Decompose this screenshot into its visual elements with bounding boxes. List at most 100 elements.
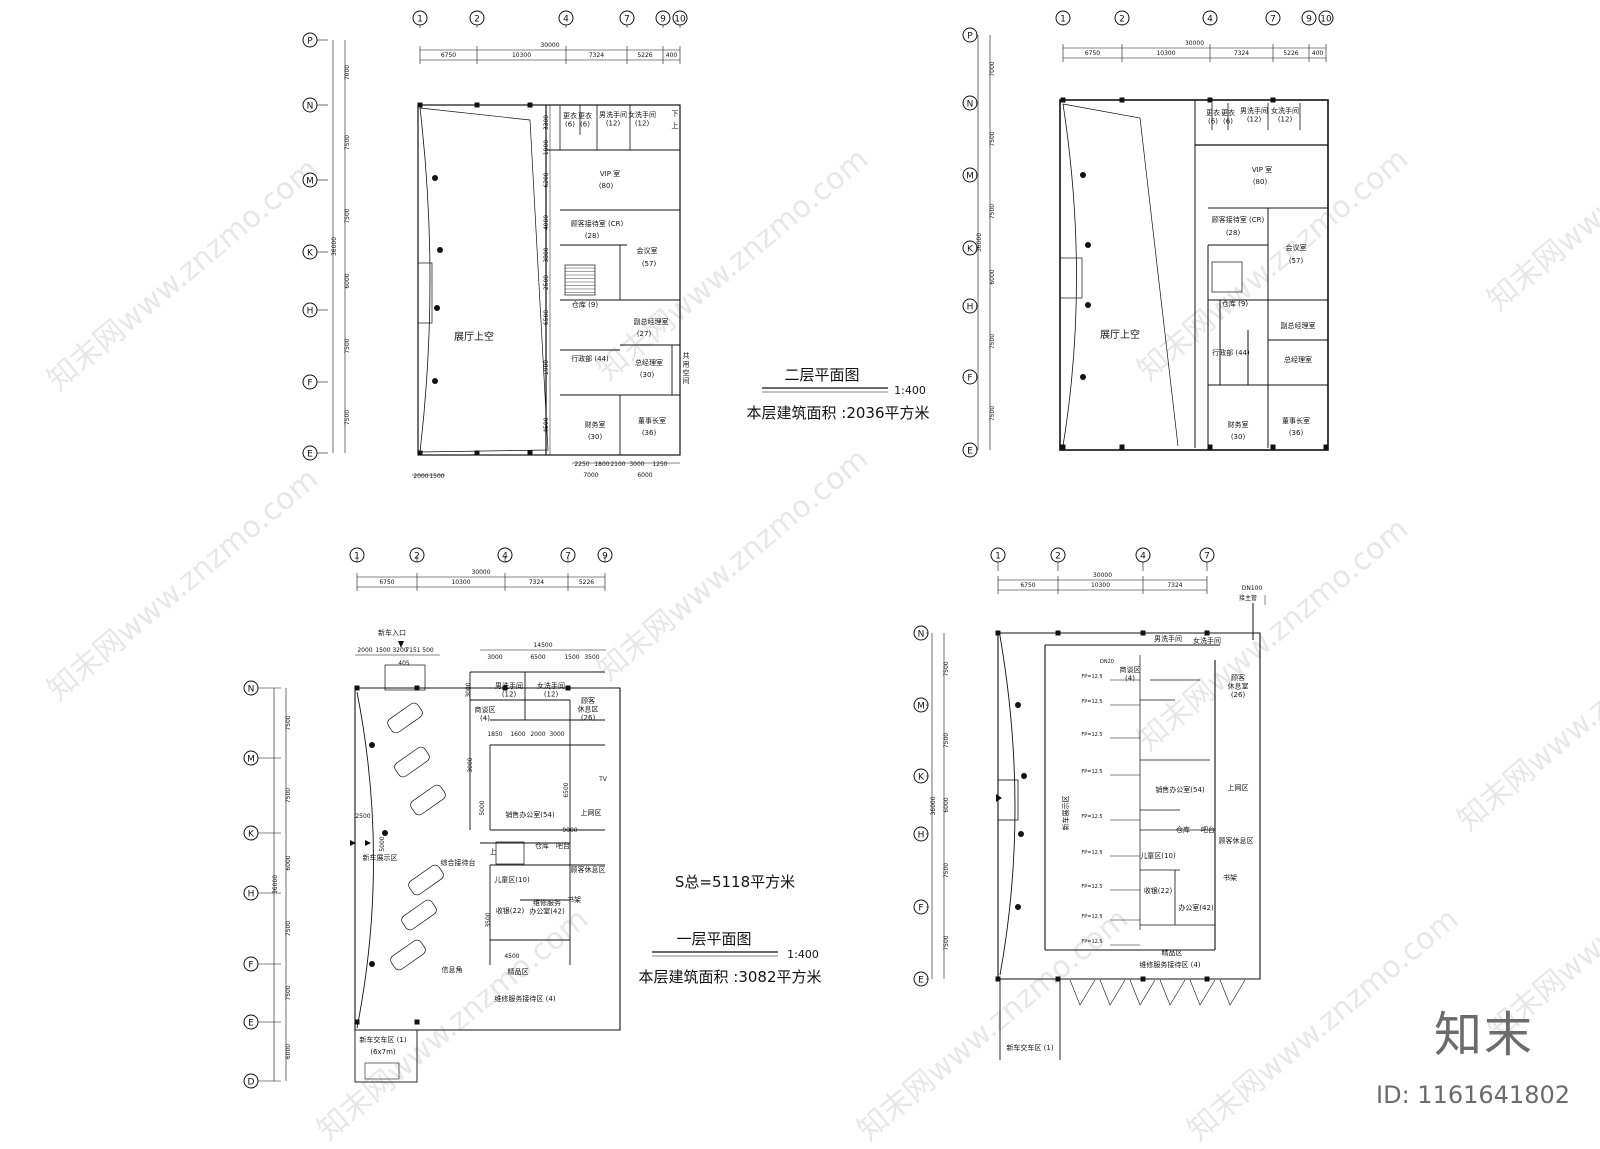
dimension-text: 9000 — [562, 827, 577, 834]
grid-axis-bubble: F — [302, 374, 318, 390]
column-dot — [1085, 242, 1091, 248]
delivery-area-label: 新车交车区 (1) — [1006, 1043, 1053, 1052]
dimension-text: 7500 — [344, 410, 351, 425]
womens-restroom-label: 女洗手间(12) — [537, 681, 565, 698]
dimension-text: 6750 — [441, 52, 456, 59]
entry-arrow — [398, 641, 404, 648]
dimension-text: 7500 — [344, 135, 351, 150]
showroom-arrow — [350, 840, 356, 846]
vip-area-label: (80) — [599, 182, 614, 190]
dimension-text: 3000 — [549, 731, 564, 738]
grid-axis-label: 1 — [995, 552, 1001, 562]
stair-up-label: 上 — [490, 847, 497, 856]
column-dot — [1080, 172, 1086, 178]
dimension-text: 405 — [398, 660, 410, 667]
womens-restroom-label: 女洗手间(12) — [628, 110, 656, 127]
dimension-text: 7151 — [405, 647, 420, 654]
meeting-area-label: (57) — [1289, 257, 1304, 265]
dimension-text: 4500 — [504, 953, 519, 960]
admin-dept-label: 行政部 (44) — [1212, 348, 1250, 357]
dimension-text: 3000 — [487, 654, 502, 661]
grid-axis-label: K — [307, 249, 314, 259]
column-dot — [382, 830, 388, 836]
vice-gm-area-label: (27) — [637, 330, 652, 338]
grid-axis-bubble: K — [243, 825, 259, 841]
pipe-size-label: DN100 — [1242, 585, 1263, 592]
boutique-label: 精品区 — [508, 967, 529, 976]
dimension-text: 1600 — [510, 731, 525, 738]
grid-axis-bubble: 7 — [1199, 547, 1215, 563]
grid-axis-label: K — [967, 245, 974, 255]
dimension-text: 2250 — [574, 461, 589, 468]
dimension-text: 30000 — [1093, 572, 1112, 579]
grid-axis-bubble: N — [302, 97, 318, 113]
display-car — [408, 864, 444, 896]
dimension-text: 30000 — [471, 569, 490, 576]
column-marker — [995, 976, 1001, 982]
column-dot — [432, 378, 438, 384]
service-door — [1189, 979, 1216, 1006]
grid-axis-label: F — [307, 379, 312, 389]
dimension-text: 3300 — [543, 115, 550, 130]
grid-axis-label: 4 — [563, 15, 569, 25]
womens-restroom-label: 女洗手间(12) — [1271, 106, 1299, 123]
sales-office-label: 销售办公室(54) — [1155, 785, 1205, 794]
grid-axis-label: H — [307, 307, 314, 317]
dimension-text: 1500 — [429, 473, 444, 480]
reception-area-label: (28) — [585, 232, 600, 240]
finance-area-label: (30) — [588, 433, 603, 441]
column-dot — [1080, 374, 1086, 380]
display-car — [401, 899, 437, 931]
dimension-text: 7500 — [989, 334, 996, 349]
column-marker — [1055, 976, 1061, 982]
reception-room-label: 顾客接待室 (CR) — [1212, 215, 1265, 224]
grid-axis-bubble: P — [962, 27, 978, 43]
column-marker — [414, 685, 420, 691]
internet-area-label: 上网区 — [581, 808, 602, 817]
column-marker — [414, 1019, 420, 1025]
grid-axis-label: P — [967, 32, 973, 42]
dimension-text: 1900 — [543, 360, 550, 375]
dimension-text: 10300 — [451, 579, 470, 586]
atrium-void — [1062, 103, 1179, 447]
floor1-scale: 1:400 — [787, 948, 819, 961]
reception-room-label: 顾客接待室 (CR) — [571, 219, 624, 228]
column-marker — [502, 685, 508, 691]
car-symbol — [364, 1062, 400, 1080]
dimension-text: 4500 — [543, 417, 550, 432]
grid-axis-bubble: H — [913, 826, 929, 842]
column-marker — [1119, 444, 1125, 450]
grid-axis-bubble: F — [913, 899, 929, 915]
grid-axis-bubble: H — [962, 298, 978, 314]
grid-axis-bubble: 7 — [1265, 10, 1281, 26]
chairman-office-label: 董事长室 — [1282, 416, 1310, 425]
meeting-room-label: 会议室 — [637, 246, 658, 255]
dimension-text: 3000 — [629, 461, 644, 468]
dimension-text: 6500 — [543, 310, 550, 325]
dimension-text: 2000 — [530, 731, 545, 738]
grid-axis-label: 2 — [1119, 15, 1125, 25]
grid-axis-label: K — [248, 830, 255, 840]
grid-axis-label: 1 — [417, 15, 423, 25]
dimension-text: 4000 — [543, 215, 550, 230]
service-door — [1069, 979, 1096, 1006]
grid-axis-bubble: 10 — [1318, 10, 1334, 26]
grid-axis-label: F — [248, 961, 253, 971]
grid-axis-label: N — [918, 630, 925, 640]
service-reception-label: 维修服务接待区 (4) — [494, 994, 555, 1003]
changing-room-1-label: 更衣(6) — [1206, 108, 1220, 125]
dimension-text: 2000 — [357, 647, 372, 654]
column-marker — [354, 685, 360, 691]
grid-axis-bubble: K — [962, 240, 978, 256]
grid-axis-bubble: 2 — [469, 10, 485, 26]
gm-area-label: (30) — [640, 371, 655, 379]
column-dot — [1021, 773, 1027, 779]
grid-axis-label: 4 — [1207, 15, 1213, 25]
grid-axis-bubble: 2 — [1050, 547, 1066, 563]
dimension-text: 3500 — [584, 654, 599, 661]
atrium-slot — [417, 262, 433, 324]
pipe-connection-label: 接主管 — [1239, 594, 1257, 602]
